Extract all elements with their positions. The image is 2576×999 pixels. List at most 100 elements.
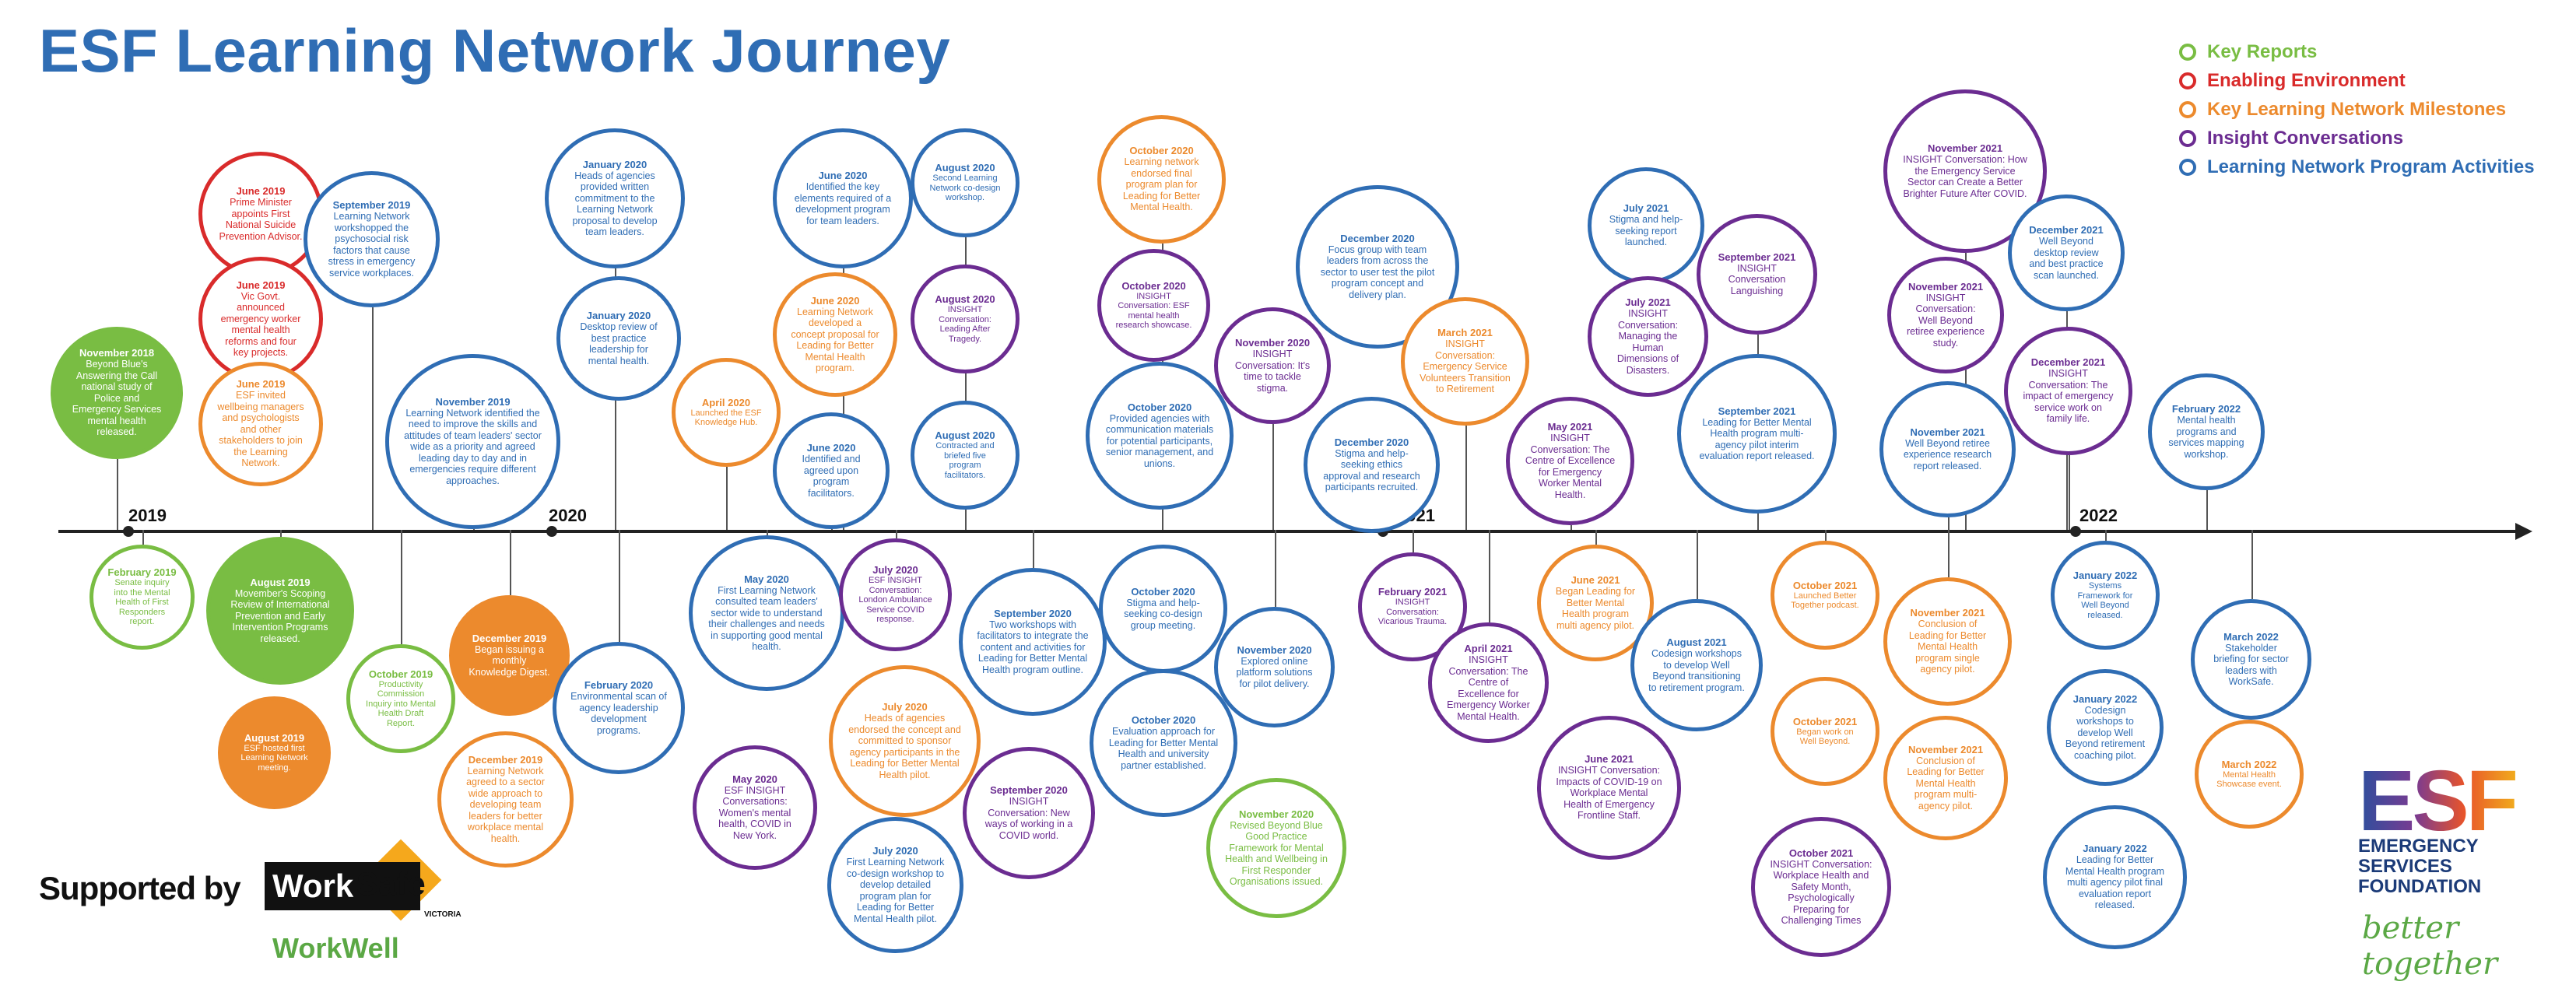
event-date: January 2022 [2083, 843, 2147, 855]
event-date: April 2021 [1464, 643, 1513, 654]
event-connector [1488, 530, 1490, 622]
event-date: December 2019 [472, 632, 547, 644]
event-date: July 2021 [1625, 296, 1671, 308]
event-date: June 2019 [236, 279, 286, 291]
event-date: February 2022 [2171, 403, 2241, 415]
event-connector [1465, 426, 1467, 530]
event-text: INSIGHT Conversation: ESF mental health … [1115, 291, 1192, 331]
event-connector [2068, 455, 2070, 530]
event-connector [2206, 490, 2208, 530]
event-text: Revised Beyond Blue Good Practice Framew… [1225, 819, 1328, 888]
event-text: INSIGHT Conversation: Well Beyond retire… [1906, 292, 1985, 349]
event-date: December 2021 [2030, 356, 2106, 369]
event-date: October 2020 [1129, 145, 1194, 157]
event-date: May 2020 [732, 773, 777, 785]
event-connector [2251, 530, 2253, 599]
event-text: Codesign workshops to develop Well Beyon… [1648, 648, 1745, 693]
event-connector [1595, 530, 1597, 545]
event-connector [401, 530, 402, 644]
legend-item: Insight Conversations [2179, 124, 2535, 152]
event-date: February 2019 [107, 566, 177, 579]
event-date: January 2022 [2072, 692, 2138, 705]
esf-name-line: SERVICES [2358, 856, 2452, 877]
event-connector [1947, 530, 1950, 577]
event-date: March 2022 [2221, 758, 2277, 770]
page-title: ESF Learning Network Journey [39, 16, 951, 85]
event-connector [1413, 530, 1414, 552]
event-text: Provided agencies with communication mat… [1105, 412, 1214, 469]
ring-icon [2179, 72, 2196, 89]
event-date: September 2020 [990, 784, 1068, 796]
event-text: Contracted and briefed five program faci… [935, 441, 995, 480]
event-date: June 2021 [1571, 574, 1620, 586]
event-text: Two workshops with facilitators to integ… [977, 619, 1089, 675]
event-text: Learning Network agreed to a sector wide… [466, 765, 545, 844]
legend-label: Key Learning Network Milestones [2207, 98, 2507, 120]
event-text: Conclusion of Leading for Better Mental … [1908, 619, 1987, 675]
event-connector [1947, 517, 1950, 530]
event-connector [1033, 530, 1034, 568]
event-date: March 2021 [1437, 327, 1493, 339]
event-text: Second Learning Network co-design worksh… [929, 174, 1001, 203]
legend-label: Insight Conversations [2207, 127, 2404, 149]
event-date: November 2021 [1910, 426, 1985, 438]
event-connector [726, 467, 728, 530]
event-date: July 2020 [882, 701, 928, 713]
event-connector [1825, 530, 1827, 541]
event-text: Learning Network identified the need to … [404, 407, 542, 486]
year-marker [546, 526, 557, 537]
event-connector [767, 530, 768, 535]
event-text: Environmental scan of agency leadership … [570, 691, 667, 736]
event-text: Heads of agencies provided written commi… [572, 170, 658, 238]
event-text: Focus group with team leaders from acros… [1320, 244, 1435, 300]
event-date: November 2020 [1238, 808, 1314, 820]
event-date: September 2020 [994, 607, 1072, 619]
event-connector [1697, 530, 1698, 599]
event-text: Codesign workshops to develop Well Beyon… [2065, 704, 2146, 761]
event-text: INSIGHT Conversation: The Centre of Exce… [1525, 433, 1616, 500]
event-connector [2105, 530, 2107, 541]
event-date: September 2019 [332, 199, 411, 211]
event-text: Launched Better Together podcast. [1791, 591, 1859, 611]
legend-item: Enabling Environment [2179, 66, 2535, 95]
event-date: June 2021 [1585, 753, 1634, 766]
ring-icon [2179, 158, 2196, 176]
event-date: June 2019 [236, 378, 286, 391]
event-text: ESF invited wellbeing managers and psych… [217, 390, 304, 469]
event-text: Movember's Scoping Review of Internation… [230, 587, 330, 644]
event-text: INSIGHT Conversation: Vicarious Trauma. [1377, 598, 1448, 627]
year-label: 2019 [128, 506, 167, 525]
event-text: First Learning Network consulted team le… [708, 584, 825, 653]
event-text: Learning Network developed a concept pro… [791, 306, 879, 374]
event-date: September 2021 [1718, 405, 1796, 417]
event-connector [895, 530, 897, 538]
